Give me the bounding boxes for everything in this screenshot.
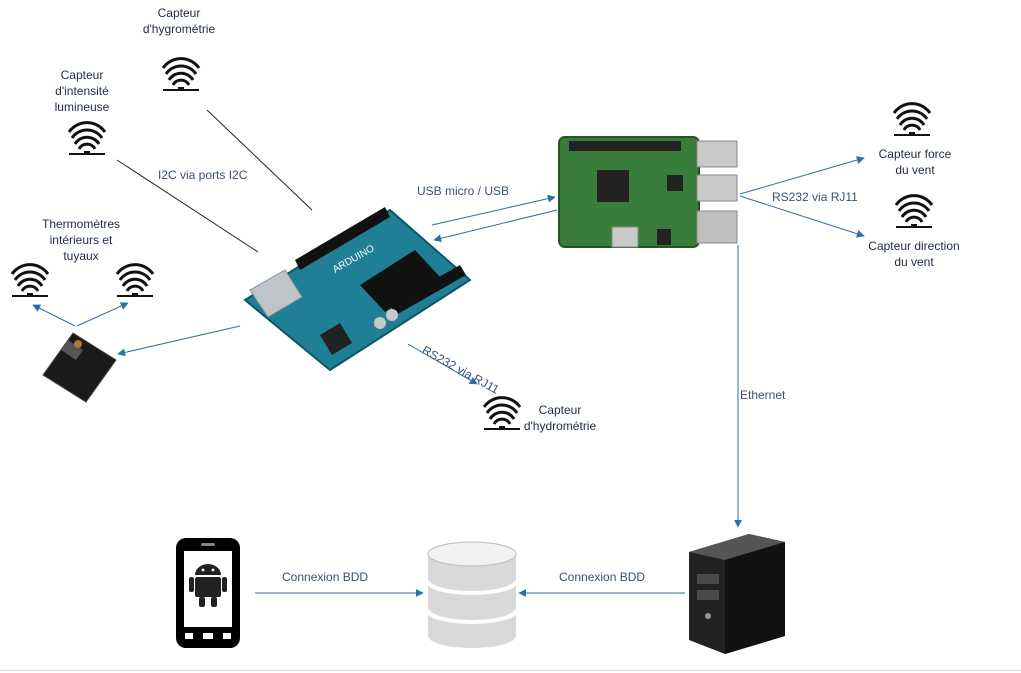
arrow-board-to-thermo-left (32, 304, 76, 327)
smartphone-icon (176, 538, 240, 648)
arrow-rpi-to-wind-force (739, 156, 865, 195)
server-icon (689, 534, 785, 654)
label-hygro-sensor: Capteur d'hygrométrie (142, 6, 216, 36)
label-bdd-left: Connexion BDD (282, 570, 369, 584)
light-sensor-icon (67, 121, 107, 155)
label-rs232-right: RS232 via RJ11 (772, 190, 858, 204)
label-bdd-right: Connexion BDD (559, 570, 646, 584)
wind-direction-sensor-icon (894, 194, 934, 228)
label-thermometers: Thermomètres intérieurs et tuyaux (41, 217, 121, 263)
thermometer-left-icon (10, 263, 50, 297)
thermometer-board-icon (42, 332, 117, 403)
arrow-arduino-to-rpi (431, 194, 556, 226)
arrow-rpi-to-arduino (433, 209, 558, 243)
label-usb: USB micro / USB (417, 184, 510, 198)
label-wind-direction-sensor: Capteur direction du vent (868, 239, 960, 269)
arrow-board-to-thermo-right (76, 302, 129, 327)
line-hygro-arduino (206, 109, 313, 211)
raspberry-pi-icon (558, 136, 738, 248)
label-ethernet: Ethernet (740, 388, 786, 402)
hydrometry-sensor-icon (482, 396, 522, 430)
label-i2c: I2C via ports I2C (158, 168, 248, 182)
wind-force-sensor-icon (892, 102, 932, 136)
label-hydro-sensor: Capteur d'hydrométrie (523, 403, 597, 433)
label-light-sensor: Capteur d'intensité lumineuse (54, 68, 110, 114)
database-icon (426, 541, 518, 648)
bottom-divider (0, 670, 1021, 671)
arduino-board-icon: ARDUINO (243, 207, 472, 372)
thermometer-right-icon (115, 263, 155, 297)
arrow-arduino-to-thermo-board (117, 325, 241, 357)
arrow-arduino-to-hydro (407, 343, 478, 385)
arrow-rpi-to-wind-dir (739, 195, 865, 238)
label-wind-force-sensor: Capteur force du vent (878, 147, 952, 177)
hygrometry-sensor-icon (161, 57, 201, 91)
line-light-arduino (116, 159, 259, 253)
